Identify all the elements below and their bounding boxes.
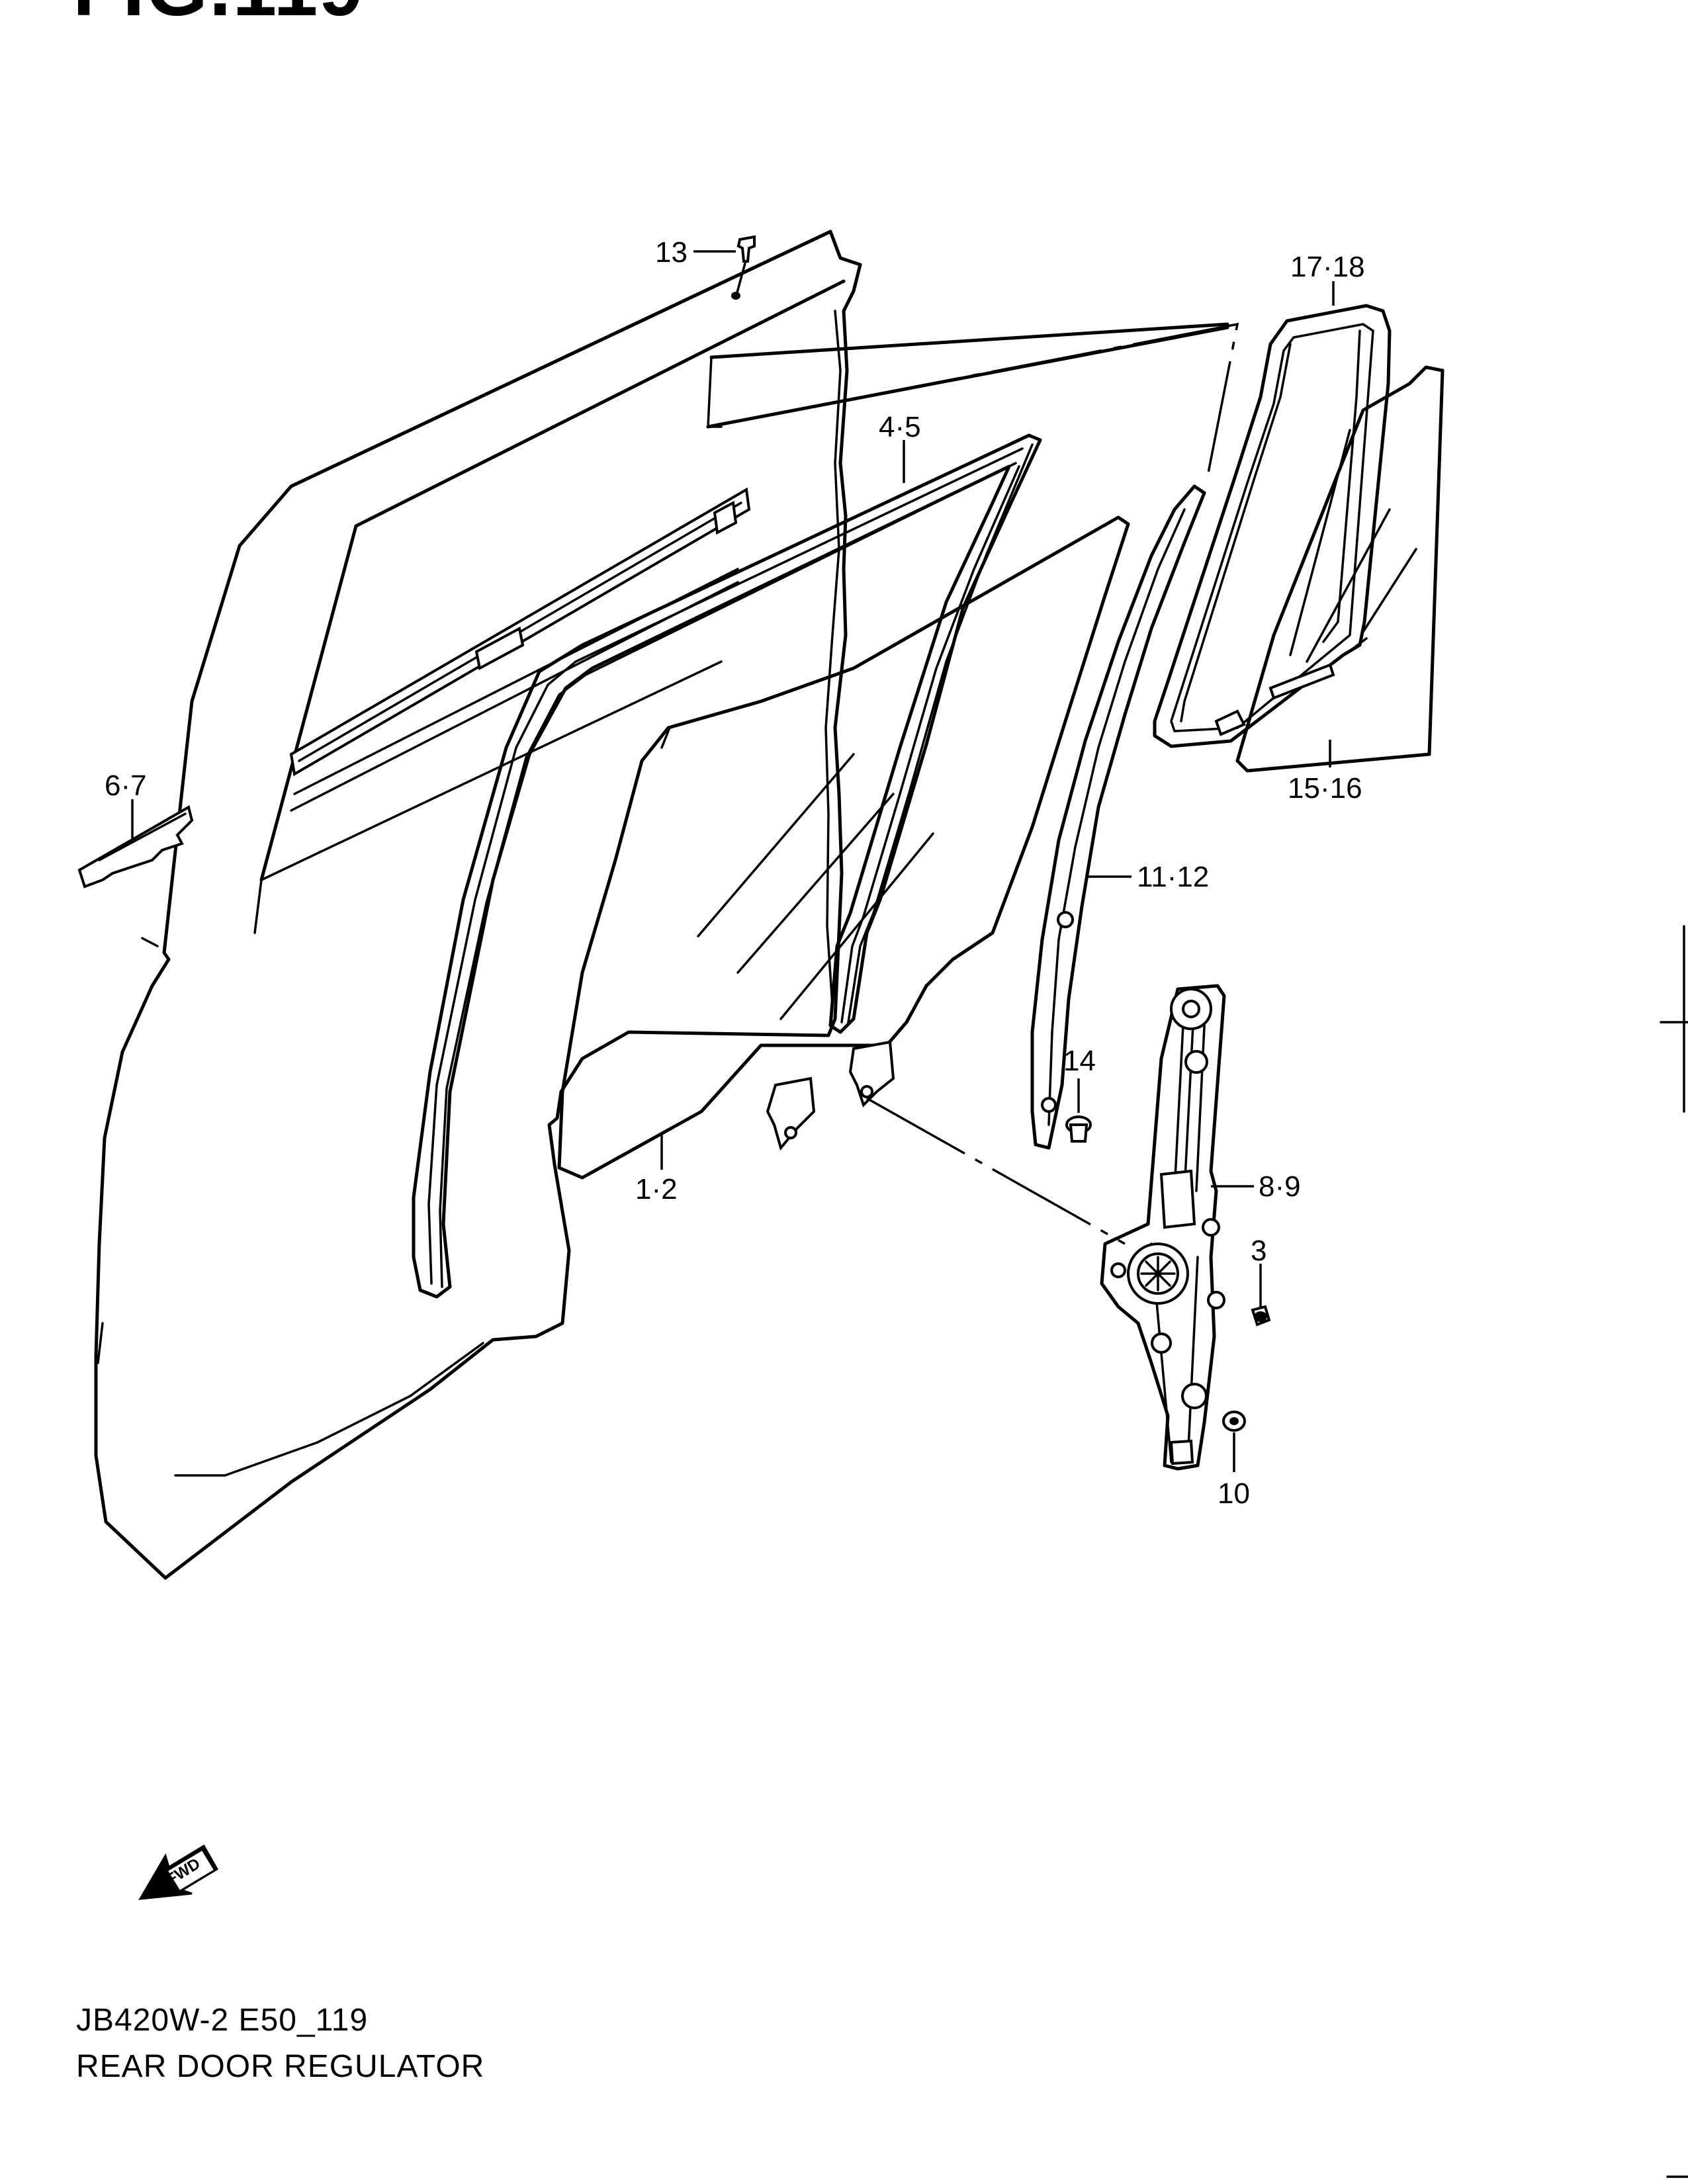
registration-marks — [1660, 925, 1688, 2178]
leader-lines — [131, 250, 1335, 1472]
callout-13: 13 — [655, 236, 688, 269]
door-panel — [94, 230, 1229, 1580]
callout-6-7: 6·7 — [105, 769, 147, 802]
nut-3 — [1251, 1305, 1271, 1327]
callout-1-2: 1·2 — [635, 1173, 678, 1205]
callouts: 13 17·18 4·5 6·7 15·16 11·12 14 1·2 8·9 … — [105, 236, 1365, 1510]
belt-weatherstrip — [289, 487, 751, 777]
figure-title: FIG.119 — [73, 0, 365, 28]
callout-14: 14 — [1063, 1045, 1096, 1077]
quarter-glass-weatherstrip — [1153, 304, 1392, 748]
callout-10: 10 — [1218, 1477, 1250, 1510]
nut-10 — [1222, 1411, 1246, 1432]
diagram-name: REAR DOOR REGULATOR — [76, 2049, 485, 2084]
diagram-code: JB420W-2 E50_119 — [76, 2003, 369, 2038]
callout-15-16: 15·16 — [1288, 772, 1362, 805]
quarter-glass — [1235, 365, 1444, 773]
glass-run-channel — [412, 433, 1042, 1299]
callout-8-9: 8·9 — [1259, 1170, 1301, 1203]
callout-3: 3 — [1251, 1235, 1266, 1267]
glass-holder-rear — [848, 1040, 895, 1108]
assembly-lines — [707, 322, 1239, 1245]
door-glass — [557, 515, 1130, 1180]
bolt-14 — [1065, 1115, 1092, 1143]
glass-holder-front — [766, 1076, 816, 1151]
callout-4-5: 4·5 — [879, 411, 921, 443]
callout-17-18: 17·18 — [1290, 251, 1365, 283]
bolt-13 — [731, 235, 756, 300]
outer-belt-strip — [77, 805, 194, 889]
fwd-arrow-icon: FWD — [138, 1844, 219, 1900]
callout-11-12: 11·12 — [1137, 861, 1209, 893]
rear-glass-channel — [1030, 484, 1206, 1150]
window-regulator — [1100, 984, 1226, 1471]
